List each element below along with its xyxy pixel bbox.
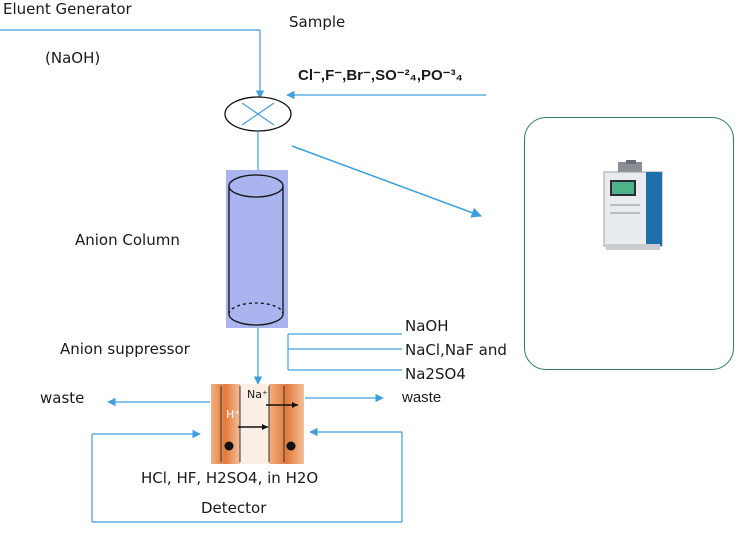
instrument-arrow — [291, 145, 482, 218]
eluent-generator-label: Eluent Generator — [3, 0, 132, 18]
regenerant-naoh-label: NaOH — [405, 317, 449, 335]
nacl-naf-label: NaCl,NaF and — [405, 341, 507, 359]
waste-right-label: waste — [402, 389, 442, 406]
anions-label: Cl⁻,F⁻,Br⁻,SO⁻²₄,PO⁻³₄ — [298, 67, 463, 84]
anion-column-label: Anion Column — [75, 231, 180, 249]
sample-label: Sample — [289, 13, 346, 31]
waste-left-label: waste — [40, 389, 85, 407]
anion-column — [226, 170, 288, 328]
products-label: HCl, HF, H2SO4, in H2O — [141, 469, 319, 487]
ion-chromatograph-instrument-icon — [603, 160, 663, 250]
anion-suppressor-cell — [211, 384, 304, 464]
detector-label: Detector — [201, 499, 267, 517]
injection-valve-icon — [224, 96, 292, 132]
detector-loop — [91, 427, 403, 523]
anion-suppressor-label: Anion suppressor — [60, 340, 190, 358]
instrument-panel — [524, 117, 734, 370]
h-plus-label: H⁺ — [226, 408, 241, 421]
eluent-naoh-label: (NaOH) — [45, 49, 101, 67]
na-plus-label: Na⁺ — [247, 388, 268, 401]
regenerant-bracket — [287, 333, 402, 371]
eluent-line — [0, 29, 265, 99]
na2so4-label: Na2SO4 — [405, 365, 466, 383]
